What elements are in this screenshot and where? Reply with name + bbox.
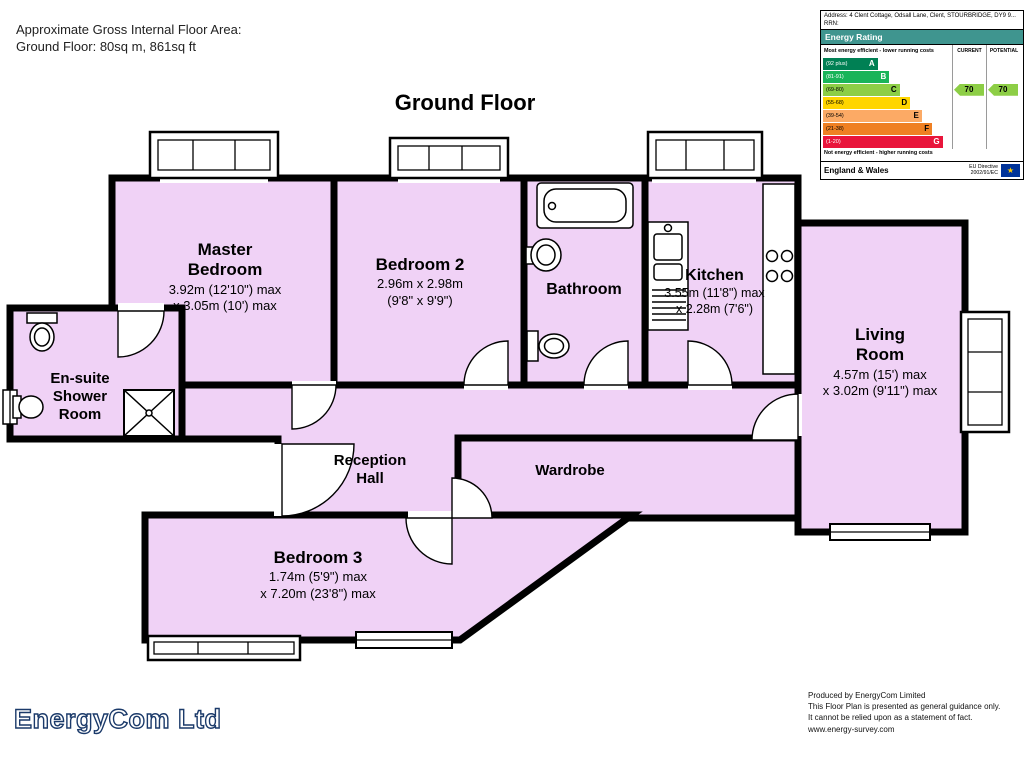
epc-current-arrow: 70 <box>954 83 984 96</box>
energycom-logo: EnergyCom Ltd <box>13 703 222 734</box>
room-dims: 3.55m (11'8") max x 2.28m (7'6") <box>664 286 765 316</box>
kitchen-hob-icon <box>762 183 796 375</box>
room-label-reception-hall: Reception Hall <box>300 452 440 488</box>
epc-bands: (92 plus)A (81-91)B (69-80)C (55-68)D (3… <box>823 57 953 149</box>
epc-title: Energy Rating <box>821 28 1023 45</box>
room-living-room-shape <box>794 219 969 536</box>
disclaimer-notes: Produced by EnergyCom Limited This Floor… <box>808 690 1000 735</box>
room-name: Bathroom <box>546 281 622 298</box>
room-name: Wardrobe <box>535 462 605 479</box>
door-arc-bathroom <box>583 340 629 386</box>
epc-chart: Most energy efficient - lower running co… <box>821 44 1023 161</box>
floor-area-note: Approximate Gross Internal Floor Area: G… <box>16 22 241 56</box>
room-dims: 1.74m (5'9") max x 7.20m (23'8") max <box>260 569 376 601</box>
epc-region-label: England & Wales <box>824 165 889 175</box>
room-name: Reception Hall <box>333 452 407 487</box>
shower-tray-icon <box>123 389 175 437</box>
floor-area-line1: Approximate Gross Internal Floor Area: <box>16 22 242 37</box>
epc-current-header: CURRENT <box>957 47 982 54</box>
room-name: Master Bedroom <box>187 240 263 280</box>
kitchen-sink-unit-icon <box>647 221 689 331</box>
epc-potential-arrow: 70 <box>988 83 1018 96</box>
epc-band-d: (55-68)D <box>823 96 953 110</box>
epc-band-c: (69-80)C <box>823 83 953 97</box>
bay-window-kitchen <box>646 130 764 180</box>
door-arc-ensuite <box>117 310 165 358</box>
bay-window-living <box>959 310 1011 434</box>
epc-band-bar: (69-80)C <box>823 83 900 96</box>
epc-band-bar: (1-20)G <box>823 135 943 148</box>
bay-window-bedroom3 <box>146 634 302 662</box>
door-arc-living <box>751 393 799 441</box>
epc-potential-header: POTENTIAL <box>989 47 1019 54</box>
windows <box>2 130 1011 662</box>
epc-column-divider <box>986 44 987 149</box>
window-living-bottom <box>829 523 931 541</box>
room-name: En-suite Shower Room <box>50 370 110 423</box>
epc-footer: England & Wales EU Directive 2002/91/EC … <box>821 160 1023 179</box>
epc-band-g: (1-20)G <box>823 135 953 149</box>
door-arc-bedroom3 <box>405 517 453 565</box>
disclaimer-line3: It cannot be relied upon as a statement … <box>808 713 973 723</box>
room-label-bedroom2: Bedroom 2 2.96m x 2.98m (9'8" x 9'9") <box>325 255 515 309</box>
room-dims: 3.92m (12'10") max x 3.05m (10') max <box>168 281 282 314</box>
bay-window-master <box>148 130 280 180</box>
room-name: Kitchen <box>685 267 744 284</box>
epc-band-a: (92 plus)A <box>823 57 953 71</box>
door-arc-master <box>291 384 337 430</box>
room-dims: 2.96m x 2.98m (9'8" x 9'9") <box>377 276 463 308</box>
epc-directive-label: EU Directive 2002/91/EC <box>969 164 998 177</box>
disclaimer-line4: www.energy-survey.com <box>808 724 895 734</box>
eu-flag-icon: ★ <box>1001 163 1020 177</box>
epc-band-bar: (92 plus)A <box>823 57 878 70</box>
epc-panel: Address: 4 Clent Cottage, Odsall Lane, C… <box>820 10 1024 180</box>
room-label-wardrobe: Wardrobe <box>500 462 640 480</box>
room-dims: 4.57m (15') max x 3.02m (9'11") max <box>822 366 938 399</box>
epc-band-bar: (81-91)B <box>823 70 890 83</box>
ensuite-toilet-icon <box>26 312 58 352</box>
bay-window-bedroom2 <box>388 136 510 180</box>
disclaimer-line1: Produced by EnergyCom Limited <box>808 691 926 700</box>
door-arc-kitchen <box>687 340 733 386</box>
room-label-master-bedroom: Master Bedroom 3.92m (12'10") max x 3.05… <box>120 240 330 314</box>
epc-band-e: (39-54)E <box>823 109 953 123</box>
epc-band-bar: (21-38)F <box>823 122 933 135</box>
bathroom-sink-icon <box>525 238 562 272</box>
room-label-ensuite: En-suite Shower Room <box>20 370 140 424</box>
disclaimer-line2: This Floor Plan is presented as general … <box>808 702 1001 712</box>
epc-band-bar: (39-54)E <box>823 109 922 122</box>
epc-column-divider <box>952 44 953 149</box>
bathroom-toilet-icon <box>526 330 570 362</box>
floor-title: Ground Floor <box>394 90 536 115</box>
door-arc-bedroom2 <box>463 340 509 386</box>
epc-rrn: RRN: <box>824 20 839 27</box>
room-name: Bedroom 3 <box>273 548 363 567</box>
epc-band-b: (81-91)B <box>823 70 953 84</box>
epc-band-bar: (55-68)D <box>823 96 911 109</box>
epc-band-f: (21-38)F <box>823 122 953 136</box>
room-label-living-room: Living Room 4.57m (15') max x 3.02m (9'1… <box>790 325 970 399</box>
epc-address: Address: 4 Clent Cottage, Odsall Lane, C… <box>824 13 1016 19</box>
floor-area-line2: Ground Floor: 80sq m, 861sq ft <box>16 38 196 54</box>
bathtub-icon <box>536 182 634 229</box>
room-name: Living Room <box>854 325 906 365</box>
room-label-bedroom3: Bedroom 3 1.74m (5'9") max x 7.20m (23'8… <box>218 548 418 602</box>
epc-bottom-note: Not energy efficient - higher running co… <box>824 149 933 156</box>
door-arcs <box>117 310 799 565</box>
fixtures <box>12 182 796 437</box>
door-arc-hall <box>451 477 493 519</box>
room-label-kitchen: Kitchen 3.55m (11'8") max x 2.28m (7'6") <box>632 266 797 317</box>
epc-top-note: Most energy efficient - lower running co… <box>824 47 934 54</box>
room-label-bathroom: Bathroom <box>504 280 664 299</box>
window-bedroom3 <box>355 631 453 649</box>
ensuite-sink-icon <box>12 395 44 419</box>
room-name: Bedroom 2 <box>375 255 465 274</box>
room-wardrobe-shape <box>454 434 802 522</box>
door-arc-front-door <box>281 443 355 517</box>
